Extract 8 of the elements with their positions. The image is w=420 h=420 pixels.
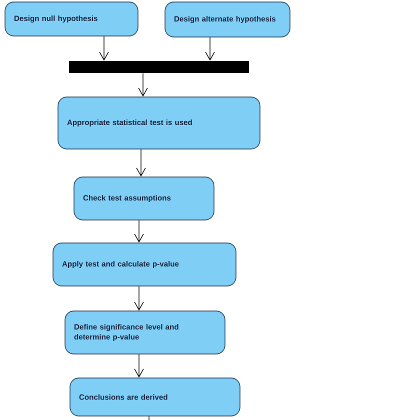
arrow <box>99 36 109 61</box>
synchronization-bar <box>69 61 249 73</box>
arrow <box>134 220 144 243</box>
arrow <box>134 286 144 311</box>
arrow <box>136 149 146 177</box>
arrow <box>134 354 144 378</box>
arrow <box>138 72 148 97</box>
arrow <box>205 37 215 61</box>
